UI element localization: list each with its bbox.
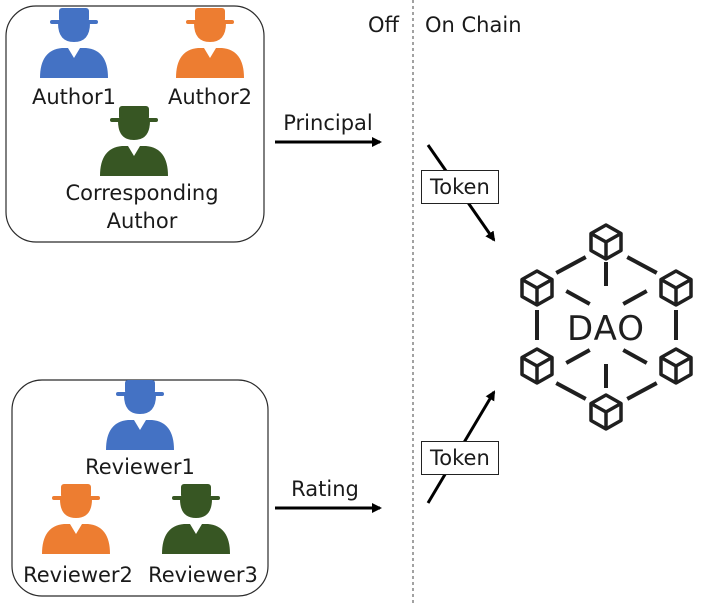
token-box-top: Token [421, 170, 499, 204]
reviewer3-person-icon [162, 484, 230, 554]
corresponding-author-label-line2: Author [106, 209, 178, 233]
author1-label: Author1 [31, 85, 117, 109]
corresponding-author-label-line1: Corresponding [65, 181, 219, 205]
reviewer2-label: Reviewer2 [23, 563, 133, 587]
on-chain-label: On Chain [425, 13, 522, 37]
author-group-box [5, 5, 265, 243]
reviewer2-person-icon [42, 484, 110, 554]
reviewer1-label: Reviewer1 [85, 455, 195, 479]
dao-network-icon [520, 223, 693, 431]
author2-person-icon [176, 8, 244, 78]
rating-label: Rating [291, 477, 359, 501]
principal-label: Principal [283, 111, 373, 135]
reviewer3-label: Reviewer3 [148, 563, 258, 587]
dao-label: DAO [567, 309, 645, 349]
off-chain-label: Off [368, 13, 399, 37]
corresponding-author-person-icon [100, 106, 168, 176]
author1-person-icon [40, 8, 108, 78]
reviewer1-person-icon [106, 380, 174, 450]
author2-label: Author2 [167, 85, 253, 109]
token-box-bottom: Token [421, 441, 499, 475]
